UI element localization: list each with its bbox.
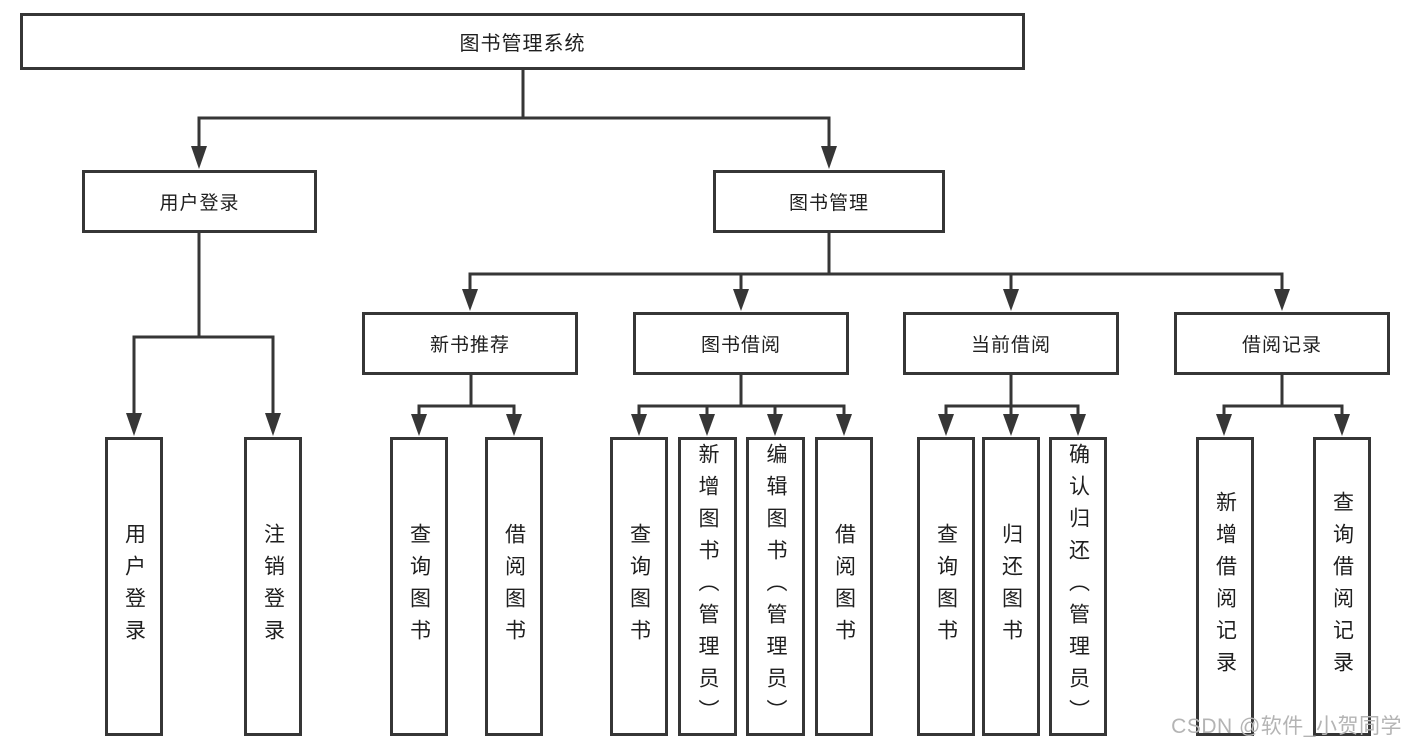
leaf-borrow-books-recommend: 借阅图书	[485, 437, 543, 736]
node-label: 确认归还（管理员）	[1066, 442, 1090, 731]
node-label: 新增图书（管理员）	[696, 442, 719, 731]
node-label: 图书管理	[788, 193, 869, 214]
node-user-login: 用户登录	[82, 170, 317, 233]
node-library-management-system: 图书管理系统	[20, 13, 1025, 70]
node-label: 用户登录	[159, 193, 240, 214]
leaf-query-books-borrowing: 查询图书	[610, 437, 668, 736]
leaf-user-login: 用户登录	[105, 437, 163, 736]
leaf-add-borrow-record: 新增借阅记录	[1196, 437, 1254, 736]
watermark: CSDN @软件_小贺同学	[1171, 715, 1402, 738]
node-label: 查询借阅记录	[1330, 490, 1354, 683]
leaf-borrow-books: 借阅图书	[815, 437, 873, 736]
node-book-borrowing: 图书借阅	[633, 312, 849, 375]
node-label: 新书推荐	[429, 335, 510, 356]
arrowheads	[126, 146, 1350, 436]
node-label: 借阅图书	[502, 522, 526, 651]
node-current-borrowing: 当前借阅	[903, 312, 1119, 375]
node-label: 新增借阅记录	[1213, 490, 1237, 683]
leaf-edit-books-admin: 编辑图书（管理员）	[746, 437, 805, 736]
leaf-query-books-current: 查询图书	[917, 437, 975, 736]
node-label: 借阅图书	[832, 522, 856, 651]
node-label: 查询图书	[934, 522, 958, 651]
node-label: 图书借阅	[700, 335, 781, 356]
node-label: 借阅记录	[1241, 335, 1322, 356]
leaf-logout: 注销登录	[244, 437, 302, 736]
node-label: 编辑图书（管理员）	[764, 442, 787, 731]
node-label: 查询图书	[407, 522, 431, 651]
leaf-query-borrow-record: 查询借阅记录	[1313, 437, 1371, 736]
node-label: 注销登录	[261, 522, 285, 651]
leaf-add-books-admin: 新增图书（管理员）	[678, 437, 737, 736]
leaf-confirm-return-admin: 确认归还（管理员）	[1049, 437, 1107, 736]
node-label: 归还图书	[999, 522, 1023, 651]
node-label: 当前借阅	[970, 335, 1051, 356]
node-label: 用户登录	[122, 522, 146, 651]
leaf-return-books: 归还图书	[982, 437, 1040, 736]
node-label: 查询图书	[627, 522, 651, 651]
leaf-query-books-recommend: 查询图书	[390, 437, 448, 736]
node-new-book-recommendation: 新书推荐	[362, 312, 578, 375]
node-book-management: 图书管理	[713, 170, 945, 233]
node-label: 图书管理系统	[459, 33, 586, 55]
node-borrowing-records: 借阅记录	[1174, 312, 1390, 375]
